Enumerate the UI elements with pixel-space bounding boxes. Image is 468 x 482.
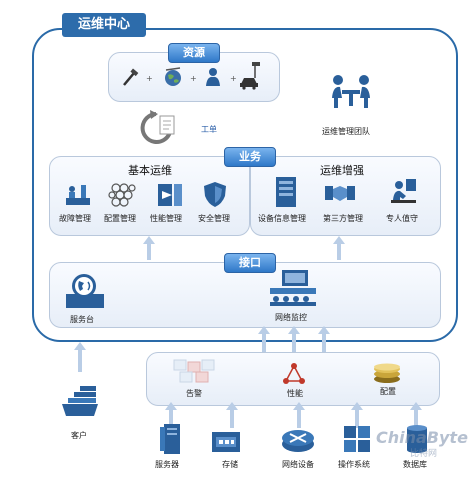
person-icon — [204, 66, 222, 88]
device-info-label: 设备信息管理 — [258, 214, 306, 223]
performance-management-label: 性能管理 — [150, 214, 182, 223]
os-label: 操作系统 — [338, 460, 370, 469]
watermark: ChinaByte — [376, 428, 468, 447]
arrow-up — [143, 236, 155, 260]
database-label: 数据库 — [403, 460, 427, 469]
config-label: 配置 — [380, 387, 396, 396]
device-info-icon — [272, 175, 300, 209]
security-management-label: 安全管理 — [198, 214, 230, 223]
server-label: 服务器 — [155, 460, 179, 469]
performance-label: 性能 — [287, 389, 303, 398]
customer-icon — [60, 384, 100, 420]
on-duty-icon — [388, 176, 418, 208]
alarm-icon — [172, 358, 218, 384]
globe-icon — [162, 66, 184, 88]
team-icon — [328, 72, 374, 112]
arrow-up — [318, 326, 330, 352]
service-desk-icon — [64, 272, 106, 310]
network-monitor-icon — [268, 268, 318, 308]
coins-icon — [372, 362, 402, 384]
interface-pill: 接口 — [224, 253, 276, 273]
network-device-icon — [280, 426, 316, 454]
team-label: 运维管理团队 — [322, 127, 370, 136]
storage-icon — [210, 428, 242, 454]
on-duty-label: 专人值守 — [386, 214, 418, 223]
third-party-label: 第三方管理 — [323, 214, 363, 223]
customer-label: 客户 — [71, 431, 87, 440]
work-order-label: 工单 — [201, 125, 217, 134]
arrow-up — [258, 326, 270, 352]
service-desk-label: 服务台 — [70, 315, 94, 324]
resources-pill: 资源 — [168, 43, 220, 63]
security-management-icon — [202, 180, 228, 208]
storage-label: 存储 — [222, 460, 238, 469]
os-icon — [342, 424, 372, 454]
arrow-up — [288, 326, 300, 352]
server-icon — [158, 422, 184, 456]
operations-center-title: 运维中心 — [62, 13, 147, 37]
config-management-label: 配置管理 — [104, 214, 136, 223]
plus-sign: + — [146, 74, 153, 83]
network-monitor-label: 网络监控 — [275, 313, 307, 322]
network-device-label: 网络设备 — [282, 460, 314, 469]
basic-ops-heading: 基本运维 — [128, 164, 172, 177]
interface-panel — [49, 262, 441, 328]
arrow-up — [410, 402, 422, 428]
arrow-up — [74, 342, 86, 372]
work-order-icon — [136, 108, 180, 148]
plus-sign: + — [230, 74, 237, 83]
arrow-up — [293, 402, 305, 428]
car-icon — [238, 60, 264, 90]
enhanced-ops-heading: 运维增强 — [320, 164, 364, 177]
performance-management-icon — [156, 180, 184, 208]
arrow-up — [333, 236, 345, 260]
fault-management-icon — [64, 180, 92, 208]
database-icon — [404, 422, 430, 454]
fault-management-label: 故障管理 — [59, 214, 91, 223]
performance-network-icon — [282, 362, 306, 386]
arrow-up — [226, 402, 238, 428]
alarm-label: 告警 — [186, 389, 202, 398]
plus-sign: + — [190, 74, 197, 83]
handshake-icon — [324, 180, 356, 208]
tool-icon — [120, 68, 140, 88]
config-management-icon — [108, 180, 136, 208]
business-pill: 业务 — [224, 147, 276, 167]
arrow-up — [351, 402, 363, 428]
watermark-sub: 比特网 — [410, 449, 438, 459]
arrow-up — [165, 402, 177, 428]
